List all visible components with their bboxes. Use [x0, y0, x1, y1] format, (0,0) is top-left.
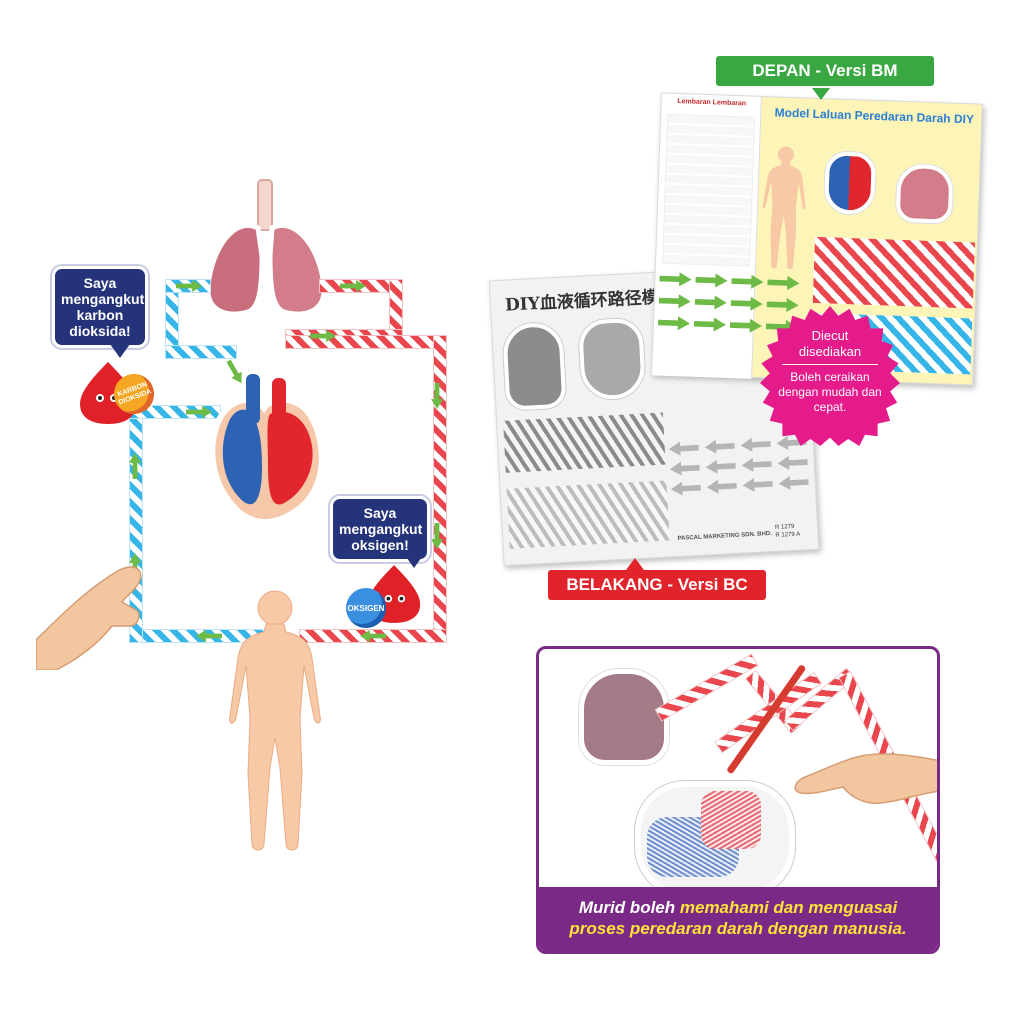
arrow-icon: [777, 455, 808, 471]
back-product-code: R 1279: [774, 523, 795, 531]
blood-cell-character-o2: OKSIGEN: [340, 562, 430, 632]
arrow-icon: [705, 459, 736, 475]
arrow-icon: [659, 294, 691, 309]
heart-illustration: [209, 374, 325, 526]
bubble-co2-text: Saya mengangkut karbon dioksida!: [61, 275, 145, 339]
bubble-tail: [404, 554, 424, 568]
arrow-icon: [730, 318, 762, 333]
student-activity-panel: Murid boleh memahami dan menguasai prose…: [536, 646, 940, 954]
hand-illustration: [36, 566, 142, 670]
arrow-icon: [706, 479, 737, 495]
front-body-icon: [762, 146, 806, 270]
arrow-icon: [741, 457, 772, 473]
arrow-icon: [694, 295, 726, 310]
arrow-icon: [704, 439, 735, 455]
bubble-tail: [110, 344, 130, 358]
gray-tube-strip: [503, 412, 666, 473]
arrow-icon: [658, 316, 690, 331]
front-lungs-icon: [895, 163, 954, 224]
human-body-illustration: [229, 590, 321, 851]
o2-badge: OKSIGEN: [346, 588, 386, 628]
gray-arrows-grid: [668, 435, 811, 496]
front-version-tag: DEPAN - Versi BM: [716, 56, 934, 86]
starburst-line2: Boleh ceraikan dengan mudah dan cepat.: [778, 370, 882, 414]
blood-cell-character-co2: KARBON DIOKSIDA: [78, 360, 160, 428]
panel-lungs-icon: [579, 669, 669, 765]
red-tube-strip: [812, 236, 975, 309]
hand-illustration: [794, 753, 937, 805]
tag-pointer: [812, 88, 830, 100]
gray-tube-strip: [506, 480, 670, 549]
aorta-tube: [286, 336, 446, 348]
back-product-code-2: R 1279 A: [775, 531, 801, 539]
arrow-icon: [659, 272, 691, 287]
arrow-icon: [740, 437, 771, 453]
bubble-o2-text: Saya mengangkut oksigen!: [339, 505, 423, 553]
arrow-icon: [668, 441, 699, 457]
arrow-icon: [669, 461, 700, 477]
starburst-line1: Diecut disediakan: [798, 328, 862, 359]
back-publisher: PASCAL MARKETING SDN. BHD.: [677, 530, 772, 542]
arrow-icon: [766, 297, 798, 312]
circulation-model: Saya mengangkut karbon dioksida! KARBON …: [0, 170, 460, 860]
caption-intro: Murid boleh: [578, 898, 676, 917]
tag-pointer: [626, 558, 644, 570]
caption-highlight-1: memahami dan menguasai: [679, 898, 898, 917]
arrow-icon: [778, 475, 809, 491]
arrow-icon: [730, 296, 762, 311]
arrow-icon: [767, 275, 799, 290]
green-arrows-grid: [658, 272, 810, 335]
caption-highlight-2: proses peredaran darah dengan manusia.: [569, 919, 907, 938]
back-version-tag: BELAKANG - Versi BC: [548, 570, 766, 600]
arrow-icon: [694, 317, 726, 332]
panel-caption: Murid boleh memahami dan menguasai prose…: [539, 887, 937, 951]
product-sheet-front: Lembaran Lembaran Model Laluan Peredaran…: [651, 92, 983, 386]
arrow-icon: [742, 477, 773, 493]
pulmonary-artery-tube: [166, 284, 178, 354]
arrow-icon: [731, 274, 763, 289]
lungs-illustration: [205, 179, 327, 317]
panel-heart-outline: [635, 781, 795, 897]
arrow-icon: [695, 273, 727, 288]
speech-bubble-o2: Saya mengangkut oksigen!: [330, 496, 430, 562]
front-heart-icon: [823, 151, 877, 215]
front-sheet-title: Model Laluan Peredaran Darah DIY: [774, 105, 975, 127]
speech-bubble-co2: Saya mengangkut karbon dioksida!: [52, 266, 148, 348]
arrow-icon: [671, 481, 702, 497]
diecut-starburst-badge: Diecut disediakan Boleh ceraikan dengan …: [760, 306, 900, 446]
